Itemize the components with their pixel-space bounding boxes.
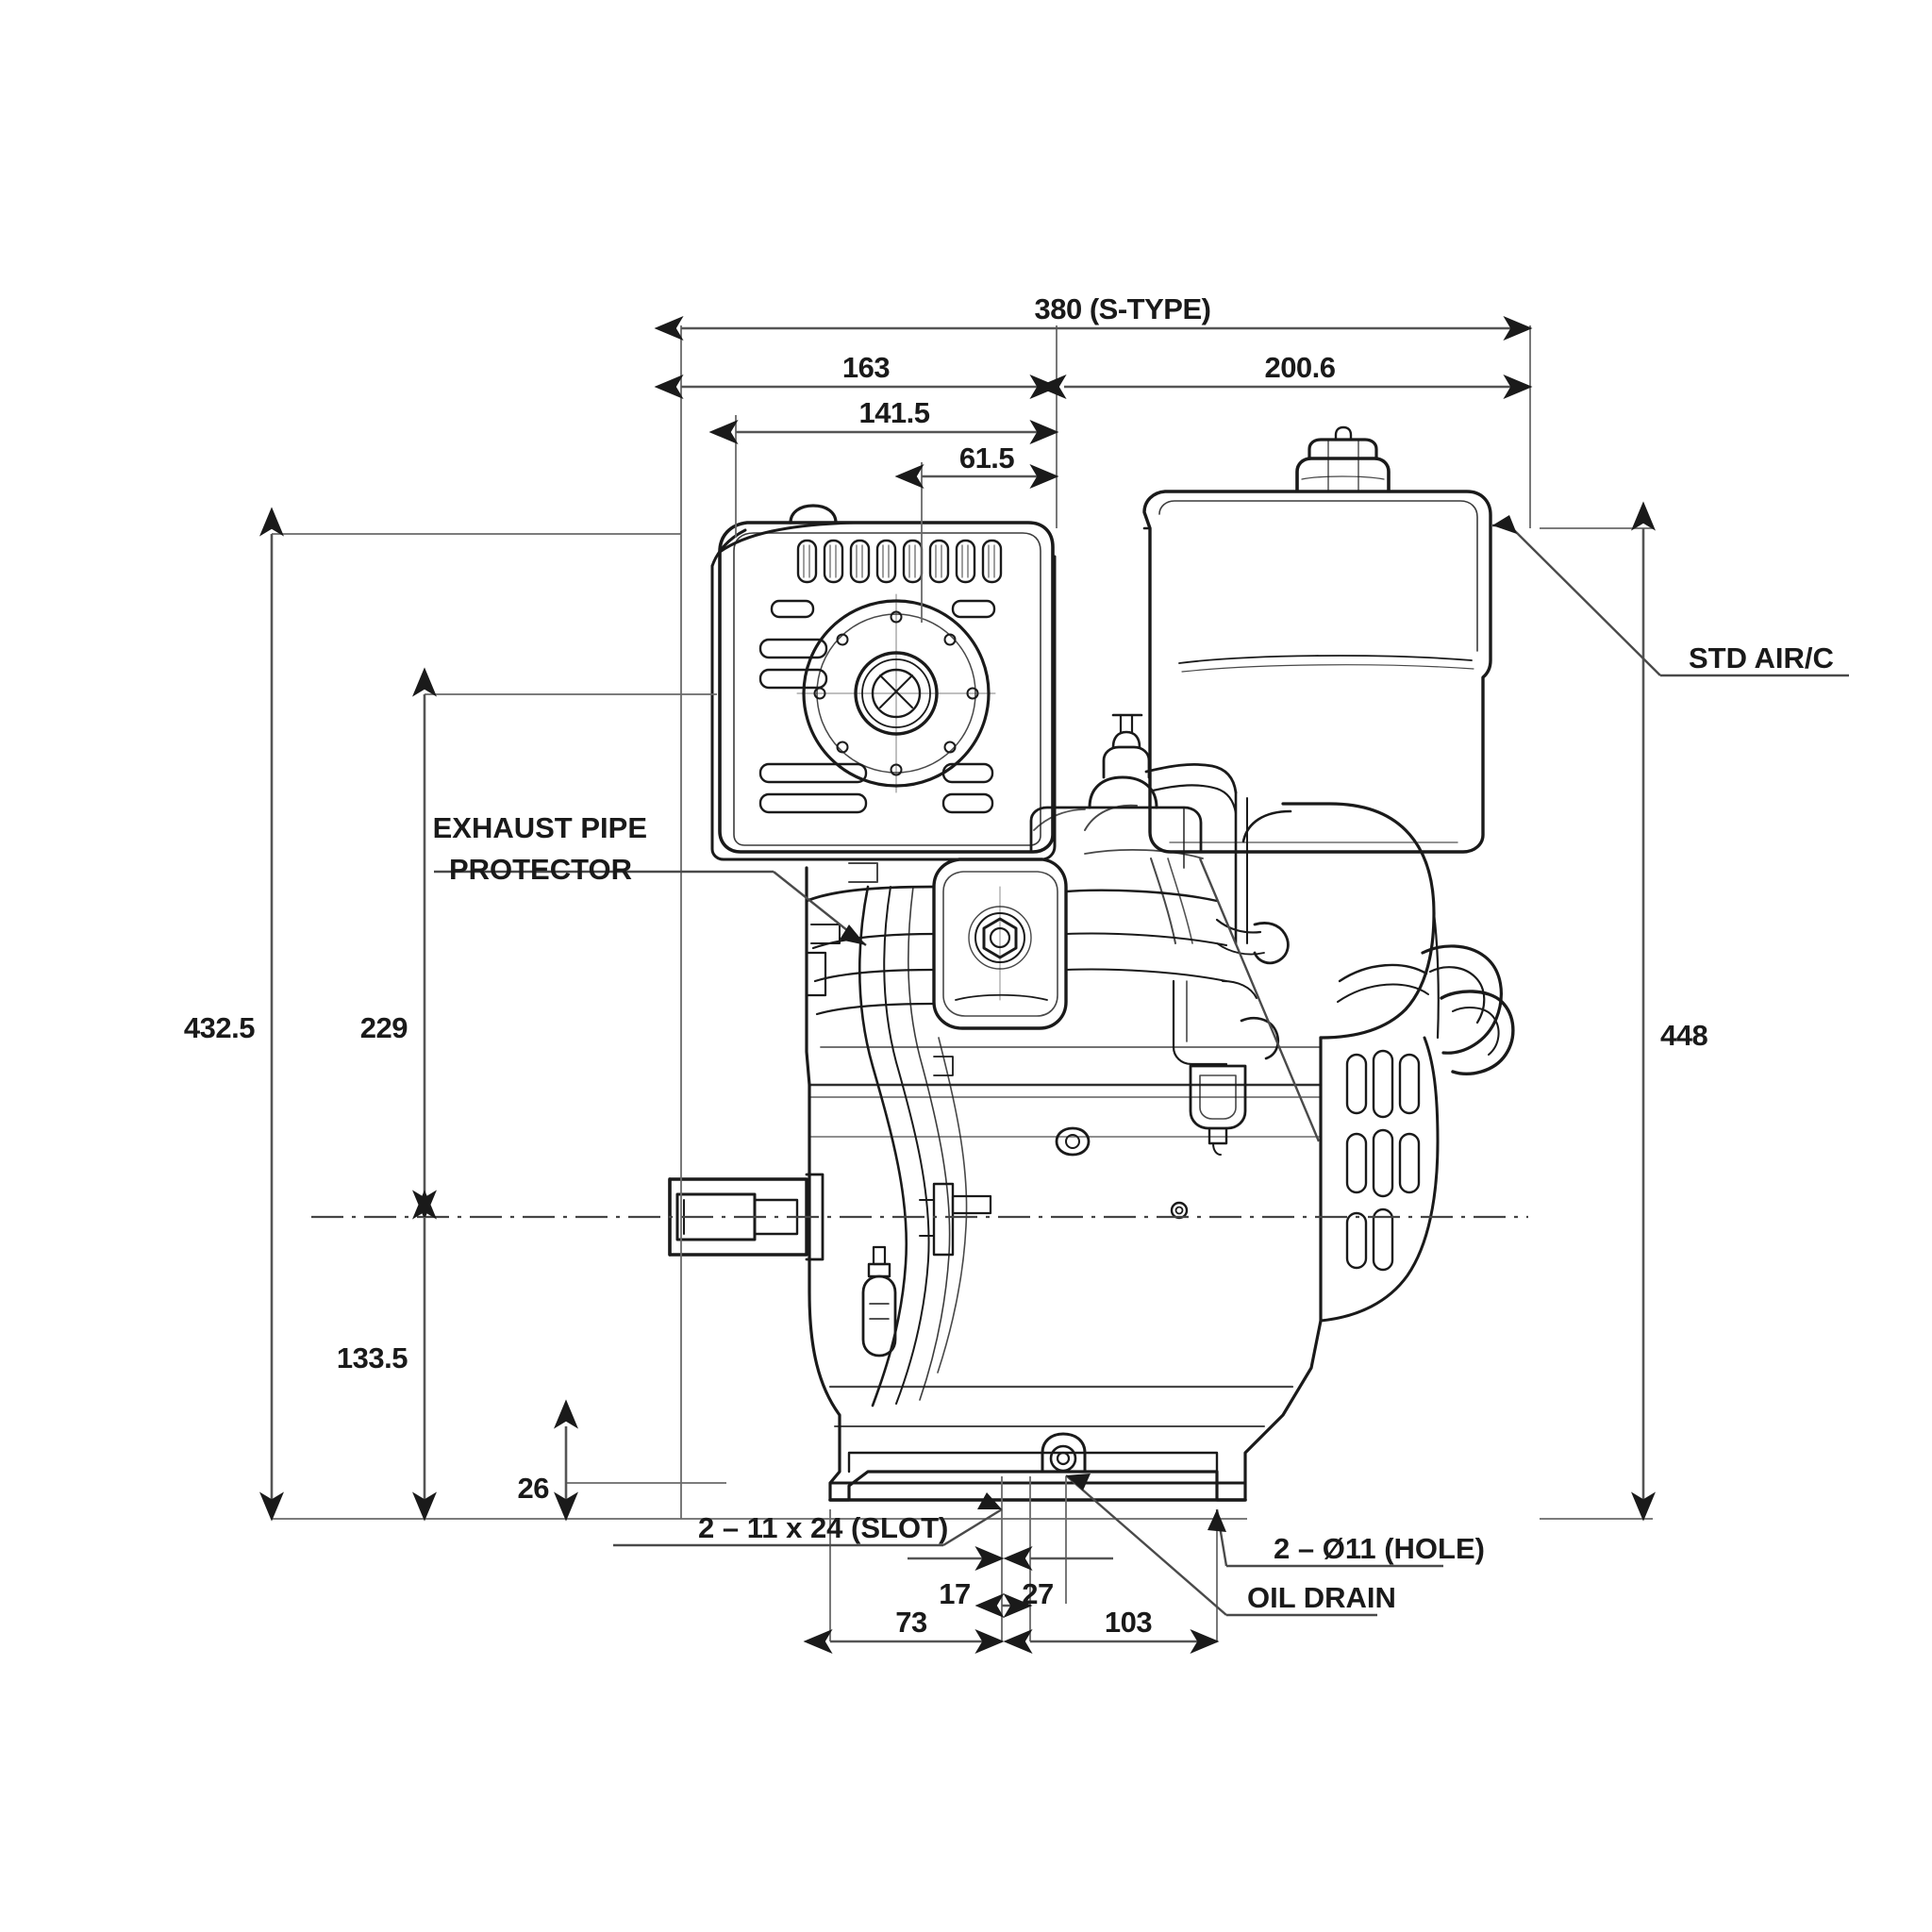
- dim-label-73: 73: [895, 1606, 927, 1639]
- pto-output-shaft: [668, 1173, 824, 1261]
- dim-label-27: 27: [1022, 1577, 1053, 1610]
- oil-filler-cap: [1440, 990, 1515, 1075]
- leader-std-air-c: [1492, 515, 1849, 677]
- leader-hole-note: [1208, 1508, 1443, 1568]
- vertical-dimension-group: [259, 501, 1656, 1522]
- dim-label-17: 17: [939, 1577, 970, 1610]
- fan-cover-right: [1241, 802, 1515, 1323]
- dim-label-200-6: 200.6: [1264, 351, 1335, 384]
- fuel-tank: [1142, 425, 1492, 854]
- leader-oil-drain: [1065, 1474, 1377, 1617]
- dim-label-133-5: 133.5: [337, 1341, 408, 1374]
- leader-slot-note: [613, 1492, 1003, 1547]
- dim-label-380: 380 (S-TYPE): [1035, 292, 1211, 325]
- dim-label-448: 448: [1660, 1019, 1707, 1052]
- fuel-lines: [1033, 804, 1290, 1156]
- dim-label-141-5: 141.5: [858, 396, 929, 429]
- callout-oil-drain: OIL DRAIN: [1247, 1581, 1396, 1614]
- callout-std-air-c: STD AIR/C: [1689, 641, 1834, 675]
- dim-label-61-5: 61.5: [959, 441, 1015, 475]
- callout-leaders: [434, 515, 1849, 1617]
- recoil-starter-pulley: [796, 593, 996, 793]
- carburetor-assembly: [1029, 713, 1248, 945]
- dim-label-103: 103: [1105, 1606, 1152, 1639]
- dim-label-26: 26: [518, 1472, 550, 1505]
- crankcase-block: [805, 866, 1323, 1502]
- cylinder-head-cover: [932, 858, 1068, 1030]
- bottom-dimension-group: [803, 1546, 1220, 1654]
- leader-exhaust-pipe-protector: [434, 870, 867, 946]
- governor-parts: [861, 1245, 897, 1357]
- callout-exhaust-line1: EXHAUST PIPE: [433, 811, 647, 844]
- dim-label-163: 163: [842, 351, 890, 384]
- dim-label-229: 229: [360, 1011, 408, 1044]
- recoil-starter-cover: [710, 504, 1057, 861]
- callout-slot-note: 2 – 11 x 24 (SLOT): [698, 1511, 948, 1544]
- engine-illustration: [668, 425, 1515, 1502]
- callout-hole-note: 2 – Ø11 (HOLE): [1274, 1532, 1485, 1565]
- callout-exhaust-line2: PROTECTOR: [449, 853, 632, 886]
- dim-label-432-5: 432.5: [184, 1011, 255, 1044]
- top-dimension-group: [654, 316, 1533, 489]
- oil-drain-plug: [1041, 1432, 1087, 1474]
- block-detail-left: [805, 862, 954, 1076]
- leader-carburetor: [1198, 858, 1321, 1142]
